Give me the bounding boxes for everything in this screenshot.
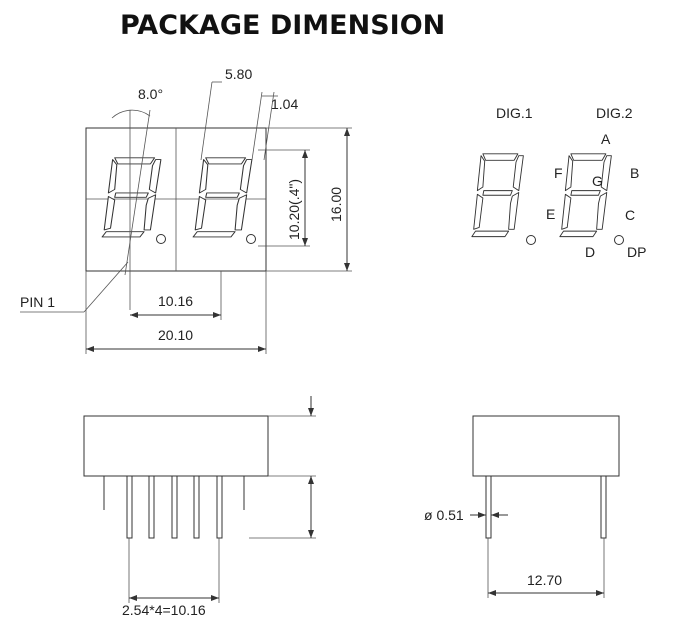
seg-c-label: C: [625, 207, 635, 223]
dig1-label: DIG.1: [496, 105, 533, 121]
segment-offset-label: 5.80: [225, 66, 252, 82]
page-title: PACKAGE DIMENSION: [120, 10, 445, 41]
front-view: 8.0° 5.80 1.04 10.20(.4") 16.00 PIN 1: [20, 66, 352, 354]
pinout-digit-2: [559, 153, 612, 238]
front-digit-1: [101, 157, 162, 238]
end-pin-right: [600, 475, 607, 539]
end-pin-left: [485, 475, 492, 539]
end-view: ø 0.51 12.70: [424, 415, 620, 598]
pin-pitch-label: 2.54*4=10.16: [122, 602, 206, 618]
front-digit-2: [192, 157, 253, 238]
row-spacing-label: 12.70: [527, 572, 562, 588]
dig2-label: DIG.2: [596, 105, 633, 121]
seg-e-label: E: [546, 206, 555, 222]
seg-b-label: B: [630, 165, 639, 181]
side-view: 2.54*4=10.16: [83, 396, 316, 618]
pin1-label: PIN 1: [20, 294, 55, 310]
pinout-dp-1: [526, 235, 536, 245]
front-dp-1: [156, 234, 166, 244]
seg-a-label: A: [601, 131, 611, 147]
segment-width-label: 1.04: [271, 96, 298, 112]
pinout-dp-2: [614, 235, 624, 245]
digit-pitch-label: 10.16: [158, 293, 193, 309]
front-dp-2: [246, 234, 256, 244]
body-height-label: 16.00: [328, 187, 344, 222]
body-width-label: 20.10: [158, 327, 193, 343]
side-pin-5: [216, 475, 223, 539]
side-pin-2: [148, 475, 155, 539]
pin-diameter-label: ø 0.51: [424, 507, 464, 523]
side-pin-3: [171, 475, 178, 539]
digit-height-label: 10.20(.4"): [286, 179, 302, 240]
pinout-digit-1: [471, 153, 524, 238]
seg-d-label: D: [585, 244, 595, 260]
pinout-diagram: DIG.1 DIG.2 A F G B E C D DP: [471, 105, 646, 260]
side-pin-4: [193, 475, 200, 539]
seg-dp-label: DP: [627, 244, 646, 260]
seg-f-label: F: [554, 165, 563, 181]
seg-g-label: G: [592, 173, 603, 189]
side-pin-1: [126, 475, 133, 539]
angle-label: 8.0°: [138, 86, 163, 102]
